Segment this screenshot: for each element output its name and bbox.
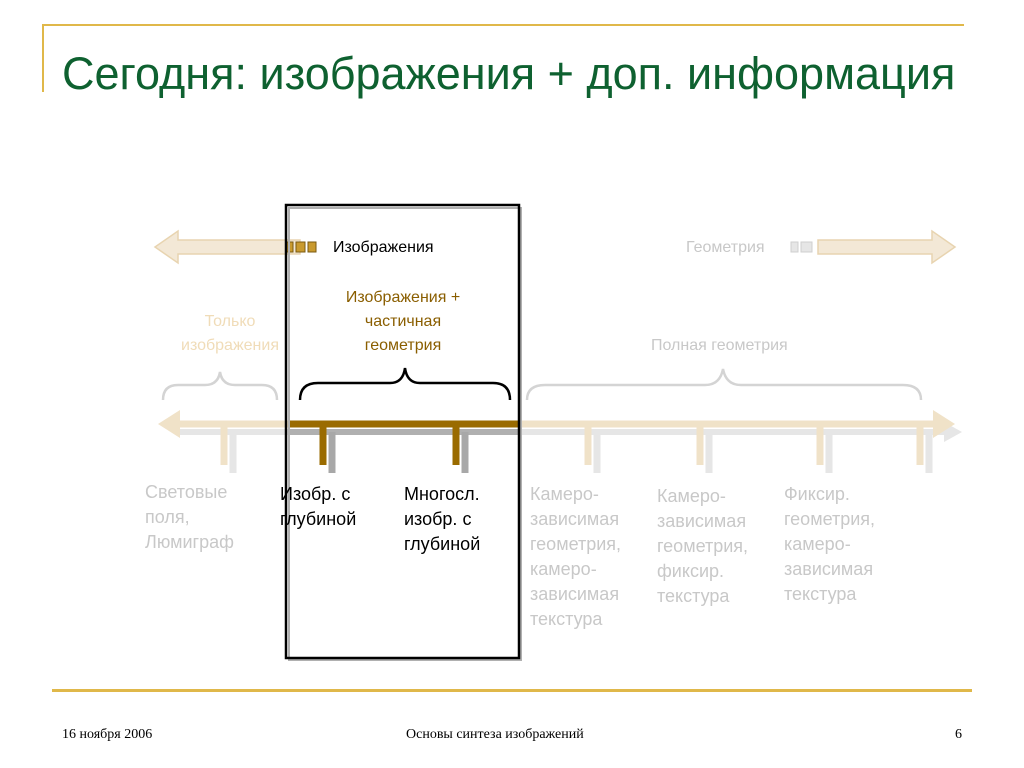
- item-depth-images: Изобр. с глубиной: [280, 484, 357, 529]
- item-light-fields: Световые поля, Люмиграф: [145, 482, 234, 552]
- brace-full-geometry: [525, 368, 923, 401]
- geometry-direction-arrow: [817, 229, 957, 265]
- footer-course: Основы синтеза изображений: [406, 727, 584, 742]
- images-direction-arrow: [153, 229, 301, 265]
- brace-only-images: [161, 371, 279, 401]
- geometry-squares-icon: [790, 241, 813, 253]
- partial-geometry-label: Изображения + частичная геометрия: [345, 289, 461, 354]
- geometry-label: Геометрия: [686, 239, 765, 256]
- focus-frame: [288, 207, 522, 661]
- item-view-dependent-geometry-texture: Камеро-зависимая геометрия, камеро-завис…: [530, 484, 622, 629]
- brace-partial-geometry: [298, 367, 512, 401]
- only-images-label: Только изображения: [181, 313, 279, 354]
- item-fixed-geometry-view-texture: Фиксир. геометрия, камеро-зависимая текс…: [784, 484, 876, 604]
- focus-frame-border: [284, 203, 521, 660]
- item-layered-depth-images: Многосл. изобр. с глубиной: [404, 484, 481, 554]
- item-view-dependent-geometry-fixed-texture: Камеро-зависимая геометрия, фиксир. текс…: [657, 486, 749, 606]
- bottom-decor-line: [52, 689, 972, 692]
- left-decor-line: [42, 24, 44, 92]
- footer-date: 16 ноября 2006: [62, 727, 153, 742]
- top-decor-line: [42, 24, 964, 26]
- footer-page-number: 6: [955, 727, 962, 742]
- images-squares-icon: [286, 241, 317, 253]
- axis-ticks: [220, 424, 933, 473]
- images-label: Изображения: [333, 239, 434, 256]
- slide-title: Сегодня: изображения + доп. информация: [62, 48, 956, 99]
- full-geometry-label: Полная геометрия: [651, 337, 788, 354]
